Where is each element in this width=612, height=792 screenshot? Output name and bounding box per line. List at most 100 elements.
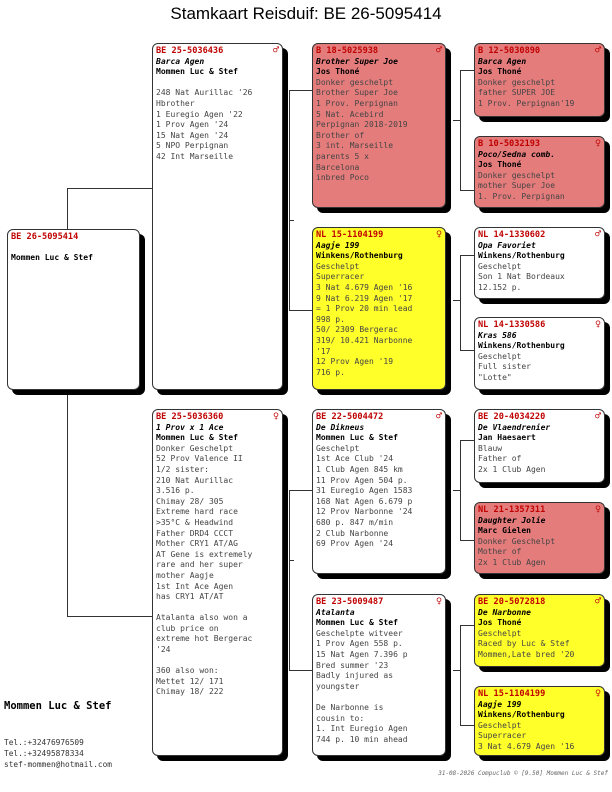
detail-line: 2 Club Narbonne — [316, 528, 389, 538]
owner-name: Jan Haesaert — [478, 433, 536, 443]
owner-name: Winkens/Rothenburg — [316, 251, 403, 261]
connector — [460, 540, 474, 541]
detail-line: Superracer — [316, 272, 365, 282]
detail-line: Son 1 Nat Bordeaux — [478, 272, 565, 282]
connector — [67, 390, 68, 616]
card-header: B 18-5025938♂ — [316, 46, 442, 57]
ring-number: B 10-5032193 — [478, 139, 541, 149]
detail-line: 11 Prov Agen 504 p. — [316, 475, 408, 485]
connector — [460, 190, 474, 191]
detail-line: 1/2 sister: — [156, 464, 209, 474]
owner-name: Mommen Luc & Stef — [11, 253, 93, 263]
ring-number: NL 15-1104199 — [316, 230, 384, 240]
detail-line: Perpignan 2018-2019 — [316, 120, 408, 130]
detail-line: Father DRD4 CCCT — [156, 528, 234, 538]
card-header: NL 14-1330586♀ — [478, 320, 601, 331]
breeder-name: Mommen Luc & Stef — [4, 700, 112, 712]
detail-line: Geschelpt — [478, 261, 522, 271]
detail-line: Brother of — [316, 130, 365, 140]
detail-line: Mother of — [478, 547, 522, 557]
detail-line: youngster — [316, 681, 360, 691]
owner-name: Winkens/Rothenburg — [478, 251, 565, 261]
detail-line — [316, 692, 442, 703]
card-header: NL 15-1104199 ♀ — [316, 230, 442, 241]
detail-line — [156, 603, 279, 614]
contact-phone-1: Tel.:+32476976509 — [4, 738, 84, 747]
ring-number: BE 22-5004472 — [316, 412, 384, 422]
pigeon-name: Barca Agen — [156, 56, 205, 66]
connector — [67, 188, 153, 189]
owner-name: Jos Thoné — [478, 618, 522, 628]
detail-line: 9 Nat 6.219 Agen '17 — [316, 293, 413, 303]
connector — [289, 310, 312, 311]
detail-line: 15 Nat Agen 7.396 p — [316, 649, 408, 659]
card-header: B 12-5030890♂ — [478, 46, 601, 57]
detail-line: parents 5 x — [316, 151, 369, 161]
detail-line: 716 p. — [316, 367, 345, 377]
detail-line: 1. Prov. Perpignan — [478, 191, 565, 201]
connector — [289, 90, 312, 91]
detail-line: De Narbonne is — [316, 702, 384, 712]
connector — [289, 670, 312, 671]
connector — [460, 350, 474, 351]
owner-name: Winkens/Rothenburg — [478, 341, 565, 351]
connector — [453, 120, 461, 121]
detail-line: 12 Prov Agen '19 — [316, 357, 394, 367]
male-icon: ♂ — [272, 45, 279, 56]
detail-line: Geschelpt — [478, 351, 522, 361]
contact-email[interactable]: stef-mommen@hotmail.com — [4, 760, 112, 769]
connector — [289, 490, 312, 491]
connector — [67, 188, 68, 230]
connector — [460, 70, 474, 71]
connector — [460, 725, 474, 726]
detail-line: 15 Nat Agen '24 — [156, 130, 229, 140]
detail-line: 31 Euregio Agen 1583 — [316, 486, 413, 496]
female-icon: ♀ — [594, 138, 601, 149]
card-header: BE 22-5004472♂ — [316, 412, 442, 423]
detail-line: 1 Euregio Agen '22 — [156, 109, 243, 119]
detail-line: Geschelpt — [478, 628, 522, 638]
detail-line: 1 Prov. Perpignan — [316, 98, 398, 108]
detail-line: Extreme hard race — [156, 507, 238, 517]
detail-line: 3.516 p. — [156, 486, 195, 496]
detail-line: 5 Nat. Acebird — [316, 109, 384, 119]
female-icon: ♀ — [272, 411, 279, 422]
detail-line: Mother CRY1 AT/AG — [156, 539, 238, 549]
detail-line: Full sister — [478, 362, 531, 372]
card-header: BE 26-5095414 — [11, 232, 136, 243]
connector — [289, 560, 294, 561]
detail-line: 680 p. 847 m/min — [316, 517, 394, 527]
female-icon: ♀ — [594, 319, 601, 330]
male-icon: ♂ — [594, 411, 601, 422]
owner-name: Marc Gielen — [478, 526, 531, 536]
card-header: NL 15-1104199♀ — [478, 689, 601, 700]
page-title: Stamkaart Reisduif: BE 26-5095414 — [170, 4, 442, 23]
ring-number: BE 20-4034220 — [478, 412, 546, 422]
owner-name: Winkens/Rothenburg — [478, 710, 565, 720]
detail-line: Hbrother — [156, 98, 195, 108]
owner-name: Jos Thoné — [478, 67, 522, 77]
female-icon: ♀ — [435, 229, 442, 240]
card-header: NL 14-1330602♂ — [478, 230, 601, 241]
detail-line: '24 — [156, 645, 171, 655]
detail-line: 319/ 10.421 Narbonne — [316, 335, 413, 345]
pigeon-name: Barca Agen — [478, 56, 527, 66]
detail-line: Bred summer '23 — [316, 660, 389, 670]
pigeon-name: Opa Favoriet — [478, 240, 536, 250]
male-icon: ♂ — [435, 45, 442, 56]
